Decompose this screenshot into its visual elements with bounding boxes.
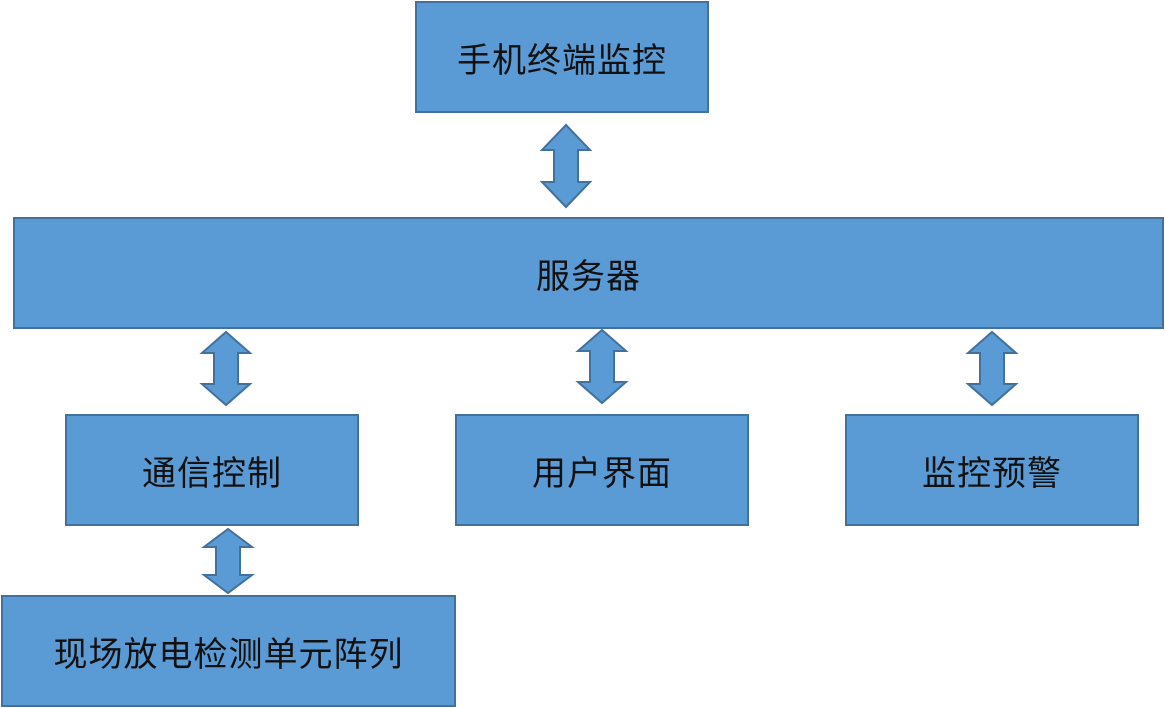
node-label: 通信控制 [142,453,282,494]
arrow-server-comm [199,330,253,407]
node-communication-control: 通信控制 [65,414,359,526]
node-user-interface: 用户界面 [455,414,749,526]
node-discharge-detection-array: 现场放电检测单元阵列 [1,595,456,707]
node-phone-terminal-monitor: 手机终端监控 [415,1,709,113]
node-server: 服务器 [13,217,1164,329]
arrow-server-ui [575,328,629,405]
node-label: 用户界面 [532,453,672,494]
arrow-phone-server [539,123,593,209]
node-label: 监控预警 [922,453,1062,494]
node-label: 现场放电检测单元阵列 [53,634,404,675]
node-label: 服务器 [536,256,641,297]
node-monitor-warning: 监控预警 [845,414,1139,526]
node-label: 手机终端监控 [457,40,667,81]
arrow-comm-array [201,527,255,595]
arrow-server-warning [965,330,1019,407]
